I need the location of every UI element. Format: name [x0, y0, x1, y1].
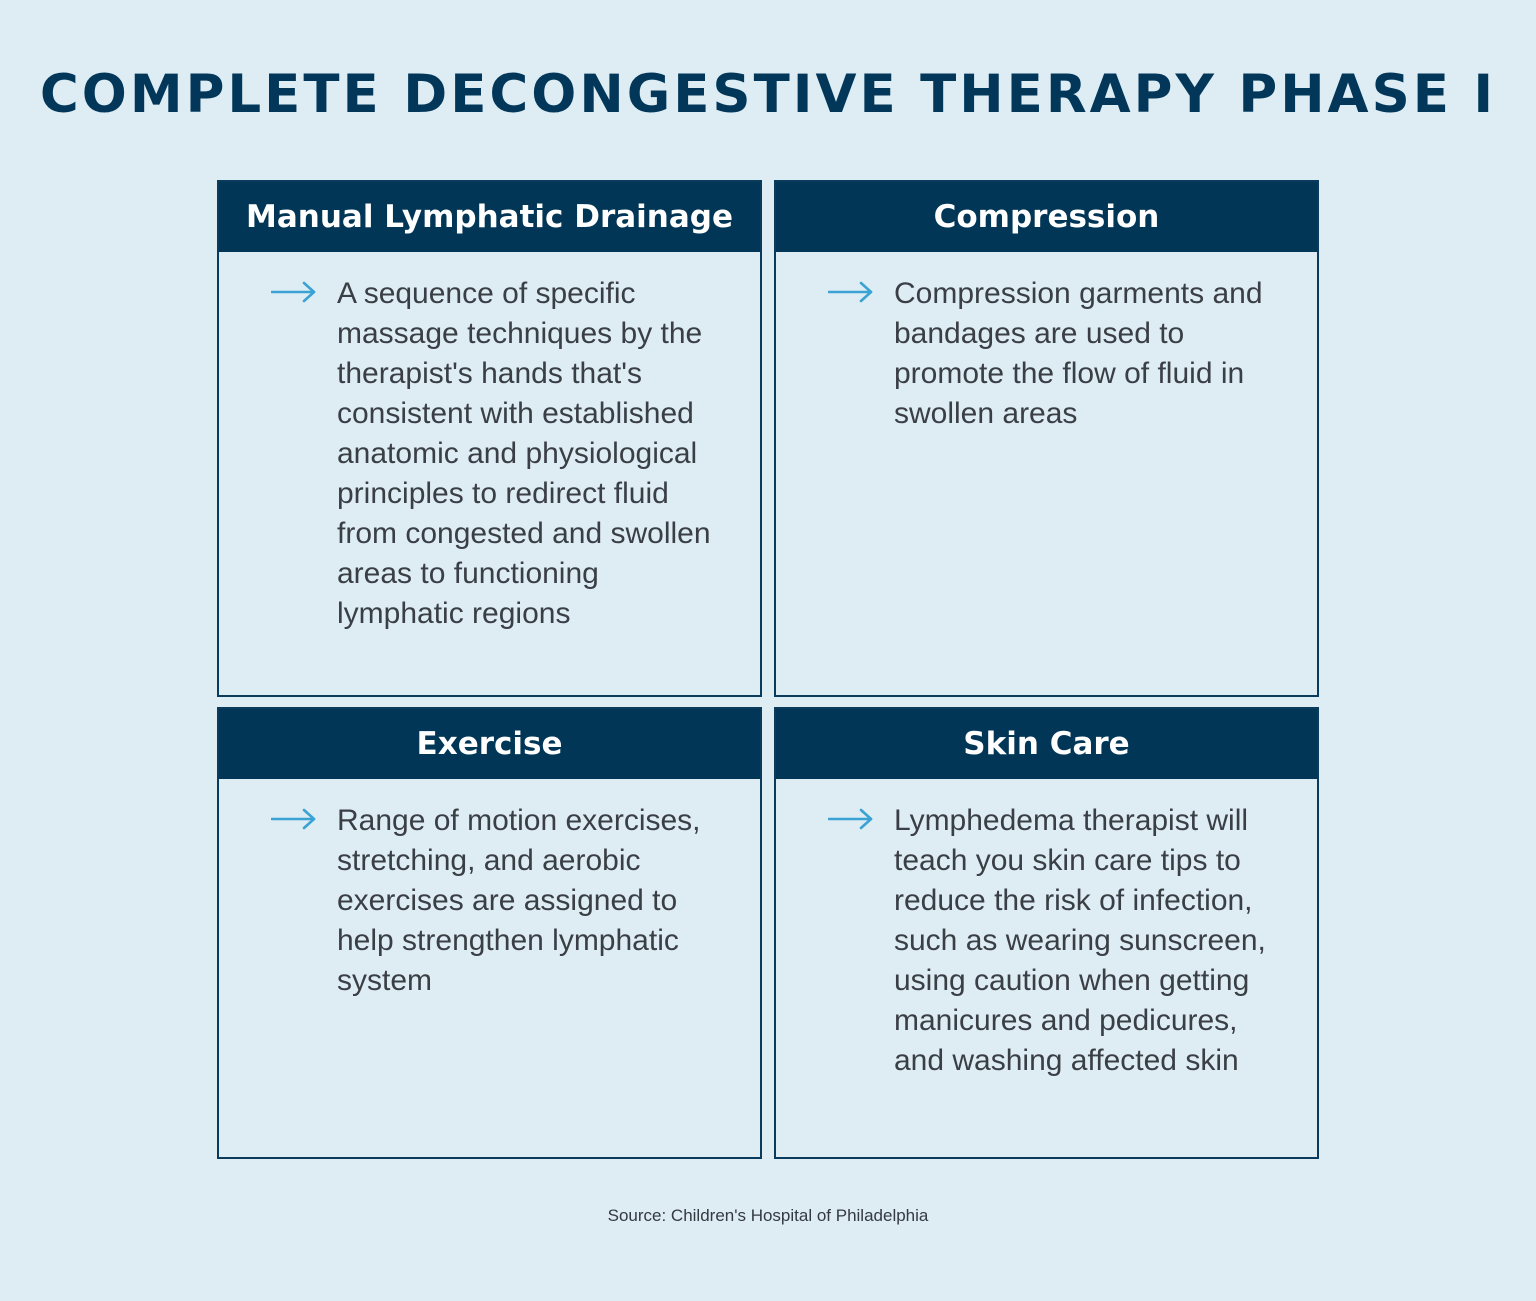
card-exercise: Exercise Range of motion exercises, stre… [217, 707, 762, 1159]
right-arrow-icon [271, 808, 316, 830]
card-compression: Compression Compression garments and ban… [774, 180, 1319, 697]
card-body: Range of motion exercises, stretching, a… [219, 779, 760, 1001]
card-description: A sequence of specific massage technique… [337, 277, 711, 630]
page-title: COMPLETE DECONGESTIVE THERAPY PHASE I [39, 64, 1497, 125]
card-body: Lymphedema therapist will teach you skin… [776, 779, 1317, 1081]
card-heading: Compression [776, 182, 1317, 252]
card-skin-care: Skin Care Lymphedema therapist will teac… [774, 707, 1319, 1159]
card-manual-lymphatic-drainage: Manual Lymphatic Drainage A sequence of … [217, 180, 762, 697]
card-heading: Exercise [219, 709, 760, 779]
card-body: A sequence of specific massage technique… [219, 252, 760, 634]
right-arrow-icon [271, 281, 316, 303]
card-heading: Manual Lymphatic Drainage [219, 182, 760, 252]
card-description: Range of motion exercises, stretching, a… [337, 804, 701, 997]
card-heading: Skin Care [776, 709, 1317, 779]
card-description: Compression garments and bandages are us… [894, 277, 1263, 430]
right-arrow-icon [828, 281, 873, 303]
right-arrow-icon [828, 808, 873, 830]
card-description: Lymphedema therapist will teach you skin… [894, 804, 1266, 1077]
card-body: Compression garments and bandages are us… [776, 252, 1317, 434]
source-credit: Source: Children's Hospital of Philadelp… [607, 1206, 929, 1225]
